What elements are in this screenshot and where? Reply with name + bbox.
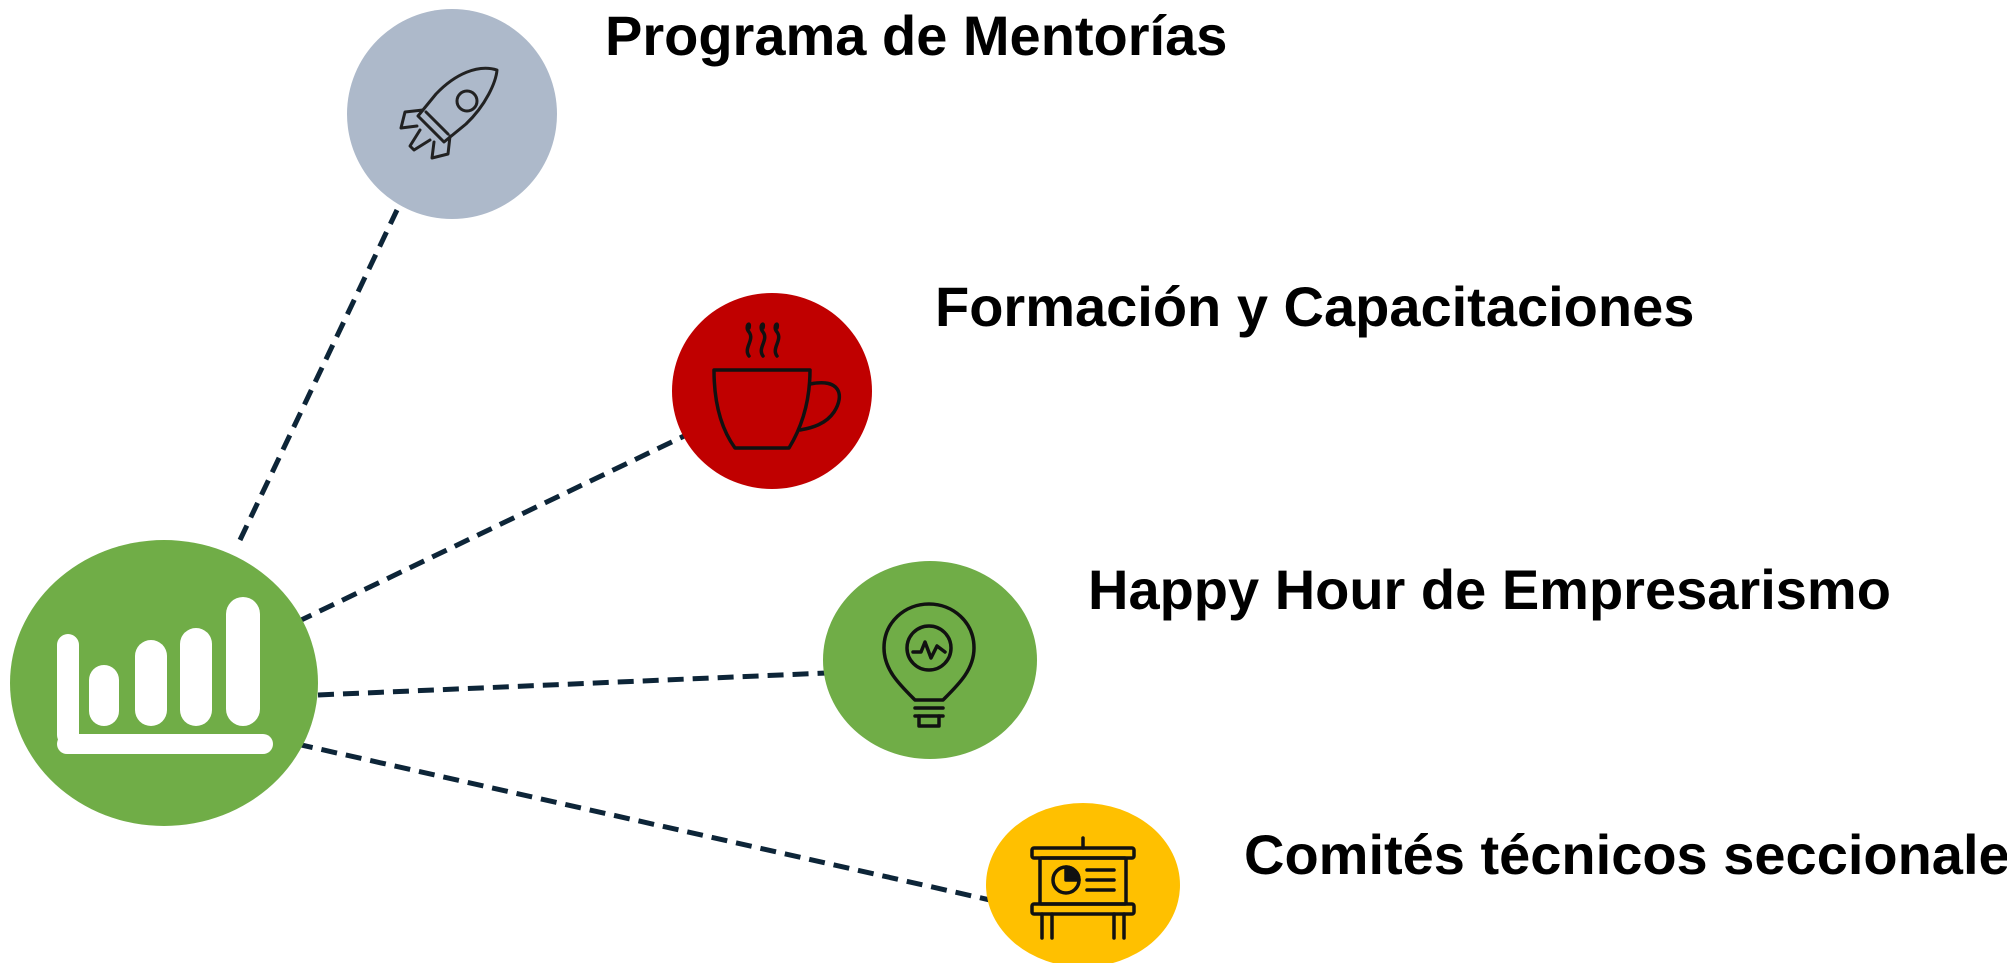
rocket-icon — [399, 66, 499, 160]
label-happy-hour-de-empresarismo: Happy Hour de Empresarismo — [1088, 558, 1891, 621]
connectors — [237, 208, 991, 903]
node-circle — [347, 9, 557, 219]
presentation-board-icon — [1030, 836, 1136, 940]
connector-mentorias — [237, 208, 400, 542]
node-comites — [986, 803, 1180, 963]
connector-happy-hour — [317, 668, 874, 698]
node-happy-hour — [823, 561, 1037, 759]
label-comites-tecnicos-seccionales: Comités técnicos seccionales — [1244, 823, 2007, 886]
node-circle — [823, 561, 1037, 759]
node-circle — [986, 803, 1180, 963]
connector-formacion — [295, 422, 709, 625]
label-formacion-y-capacitaciones: Formación y Capacitaciones — [935, 275, 1695, 338]
node-mentorias — [347, 9, 557, 219]
node-circle — [672, 293, 872, 489]
hub-node — [10, 540, 318, 826]
bar-chart-icon — [57, 597, 273, 754]
label-programa-de-mentorias: Programa de Mentorías — [605, 4, 1228, 67]
connector-comites — [296, 741, 991, 903]
node-formacion — [672, 293, 872, 489]
lightbulb-icon — [882, 602, 976, 728]
coffee-cup-icon — [712, 322, 842, 450]
